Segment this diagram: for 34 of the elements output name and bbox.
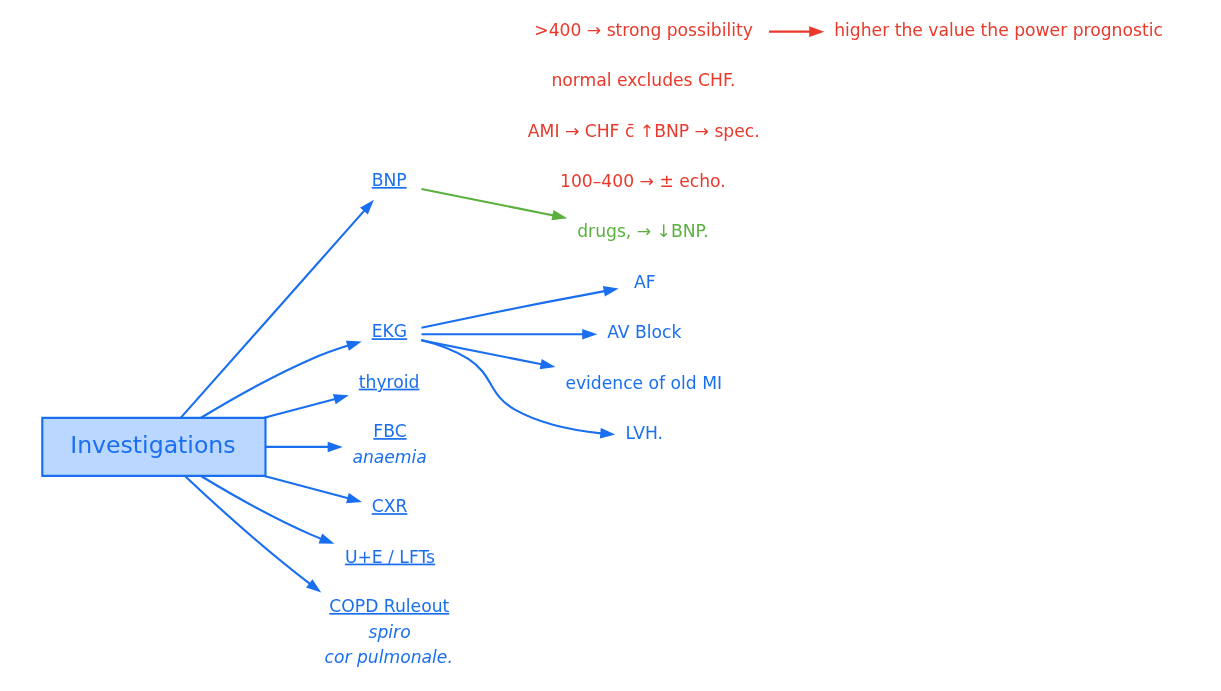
arrow bbox=[421, 328, 597, 340]
node-text: >400 → strong possibility bbox=[533, 19, 753, 40]
arrow bbox=[420, 338, 615, 439]
node-label: cor pulmonale. bbox=[324, 647, 453, 668]
node-text: AV Block bbox=[606, 322, 681, 343]
node-text: FBC bbox=[372, 421, 407, 442]
arrow bbox=[265, 441, 343, 453]
node-text: AMI → CHF c̄ ↑BNP → spec. bbox=[527, 120, 760, 141]
node-text: LVH. bbox=[624, 423, 663, 444]
node-text: CXR bbox=[371, 496, 407, 517]
arrow bbox=[199, 340, 362, 419]
arrow bbox=[199, 475, 334, 544]
node-text: EKG bbox=[371, 321, 407, 342]
node-label: anaemia bbox=[351, 446, 427, 467]
arrow bbox=[263, 474, 362, 504]
arrow bbox=[420, 339, 555, 370]
node-box: Investigations bbox=[40, 416, 267, 477]
node-text: COPD Ruleout bbox=[328, 595, 449, 616]
node-text: BNP bbox=[371, 169, 407, 190]
arrow bbox=[420, 187, 567, 221]
node-text: AF bbox=[633, 271, 656, 292]
arrow bbox=[768, 26, 824, 37]
node-text: 100–400 → ± echo. bbox=[559, 171, 726, 192]
arrow bbox=[263, 394, 349, 419]
node-label: spiro bbox=[367, 621, 411, 642]
node-text: U+E / LFTs bbox=[344, 546, 435, 567]
node-text: normal excludes CHF. bbox=[550, 70, 735, 91]
arrow bbox=[420, 286, 619, 329]
node-text: higher the value the power prognostic bbox=[833, 19, 1163, 40]
node-text: evidence of old MI bbox=[564, 372, 722, 393]
node-text: thyroid bbox=[358, 371, 419, 392]
node-text: drugs, → ↓BNP. bbox=[576, 221, 709, 242]
arrow bbox=[179, 199, 374, 419]
arrow bbox=[183, 475, 321, 593]
